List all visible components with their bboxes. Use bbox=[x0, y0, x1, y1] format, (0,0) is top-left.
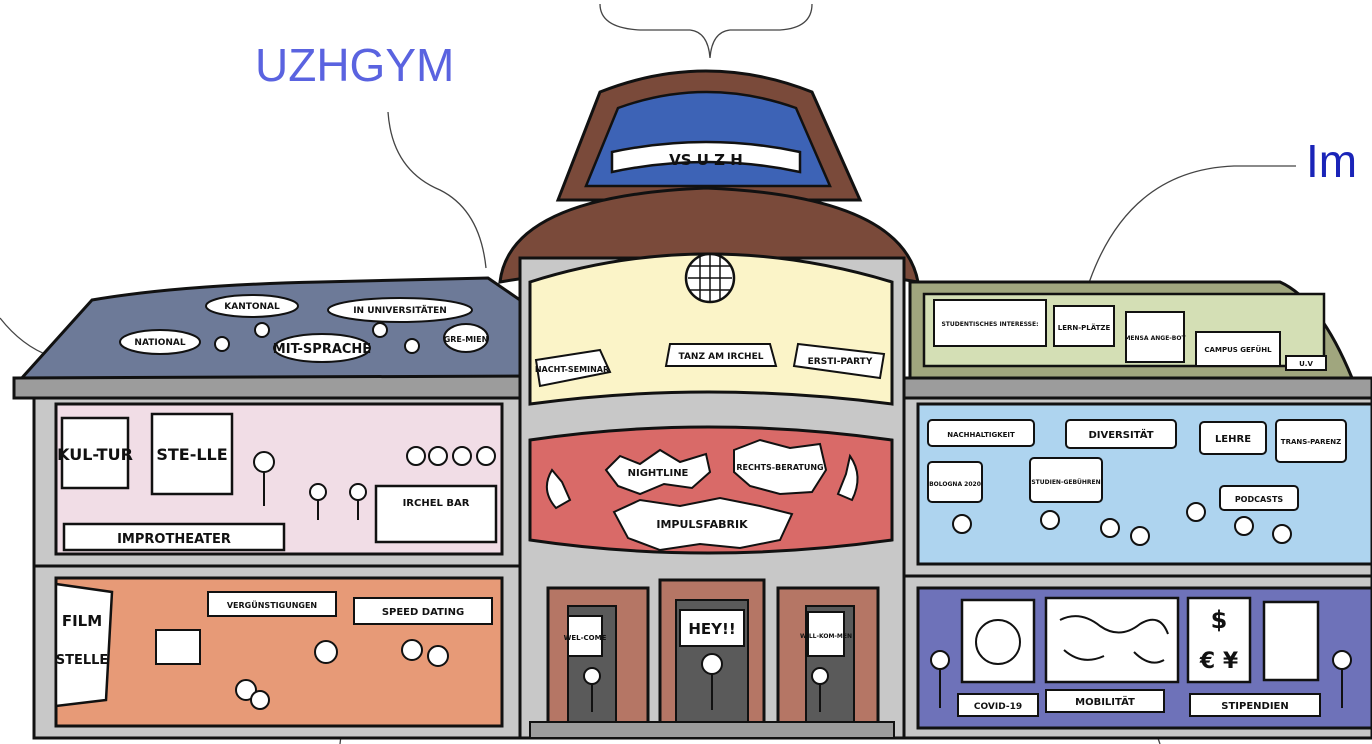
welcome-text: WEL-COME bbox=[564, 634, 607, 642]
film-banner bbox=[56, 584, 112, 706]
top-bracket bbox=[600, 4, 812, 58]
roof-mitsprache-text: MIT-SPRACHE bbox=[273, 342, 371, 357]
mensa-text: MENSA ANGE-BOT bbox=[1124, 335, 1186, 342]
roof-kantonal-text: KANTONAL bbox=[224, 302, 280, 312]
speed-dating-text: SPEED DATING bbox=[382, 607, 464, 618]
verguenstigungen-text: VERGÜNSTIGUNGEN bbox=[227, 600, 317, 610]
film-text: FILM bbox=[62, 612, 102, 630]
stipendien-text: STIPENDIEN bbox=[1221, 701, 1289, 712]
irchel-bar-counter bbox=[376, 486, 496, 542]
left-connector bbox=[0, 318, 50, 356]
mobilitaet-text: MOBILITÄT bbox=[1075, 694, 1135, 708]
roof-national-text: NATIONAL bbox=[134, 338, 185, 348]
nachhaltigkeit-text: NACHHALTIGKEIT bbox=[947, 431, 1015, 439]
lernplaetze-text: LERN-PLÄTZE bbox=[1058, 323, 1111, 332]
bologna-text: BOLOGNA 2020 bbox=[929, 481, 981, 488]
left-roof-gutter bbox=[14, 376, 525, 398]
virus-icon bbox=[976, 620, 1020, 664]
dollar-text: $ bbox=[1211, 606, 1228, 634]
stelle-text: STE-LLE bbox=[156, 445, 227, 464]
euro-yen-text: € ¥ bbox=[1199, 649, 1239, 674]
uzhgym-connector bbox=[388, 112, 486, 268]
tanz-text: TANZ AM IRCHEL bbox=[679, 352, 764, 362]
impulsfabrik-text: IMPULSFABRIK bbox=[656, 518, 748, 531]
entrance-steps bbox=[530, 722, 894, 738]
improtheater-text: IMPROTHEATER bbox=[117, 532, 231, 547]
left-roof bbox=[20, 278, 520, 380]
interesse-text: STUDENTISCHES INTERESSE: bbox=[941, 321, 1038, 328]
podcasts-text: PODCASTS bbox=[1235, 495, 1284, 504]
studiengebuehren-text: STUDIEN-GEBÜHREN bbox=[1031, 479, 1100, 486]
film-stelle-text: STELLE bbox=[56, 653, 109, 668]
ersti-text: ERSTI-PARTY bbox=[808, 357, 873, 367]
transparenz-text: TRANS-PARENZ bbox=[1281, 438, 1341, 446]
campus-text: CAMPUS GEFÜHL bbox=[1204, 345, 1272, 354]
roof-universitaeten-text: IN UNIVERSITÄTEN bbox=[353, 305, 447, 316]
nachtseminar-text: NACHT-SEMINAR bbox=[535, 365, 609, 374]
irchel-bar-text: IRCHEL BAR bbox=[403, 498, 470, 509]
dome-banner-text: VS U Z H bbox=[669, 151, 743, 169]
diversitaet-text: DIVERSITÄT bbox=[1088, 427, 1153, 441]
lehre-text: LEHRE bbox=[1215, 434, 1251, 445]
hey-text: HEY!! bbox=[688, 620, 735, 638]
willkommen-text: WILL-KOM-MEN bbox=[800, 633, 852, 640]
frame-scroll bbox=[1264, 602, 1318, 680]
nightline-text: NIGHTLINE bbox=[628, 468, 689, 479]
covid-text: COVID-19 bbox=[974, 702, 1022, 712]
uv-text: U.V bbox=[1299, 360, 1313, 368]
callout-uzhgym-link[interactable]: UZHGYM bbox=[255, 42, 454, 88]
roof-gremien-text: GRE-MIEN bbox=[444, 335, 489, 344]
frame-map bbox=[1046, 598, 1178, 682]
callout-im-link[interactable]: Im bbox=[1306, 138, 1357, 184]
kultur-text: KUL-TUR bbox=[57, 445, 133, 464]
right-roof-gutter bbox=[904, 378, 1372, 398]
rechtsberatung-text: RECHTS-BERATUNG bbox=[736, 463, 823, 472]
